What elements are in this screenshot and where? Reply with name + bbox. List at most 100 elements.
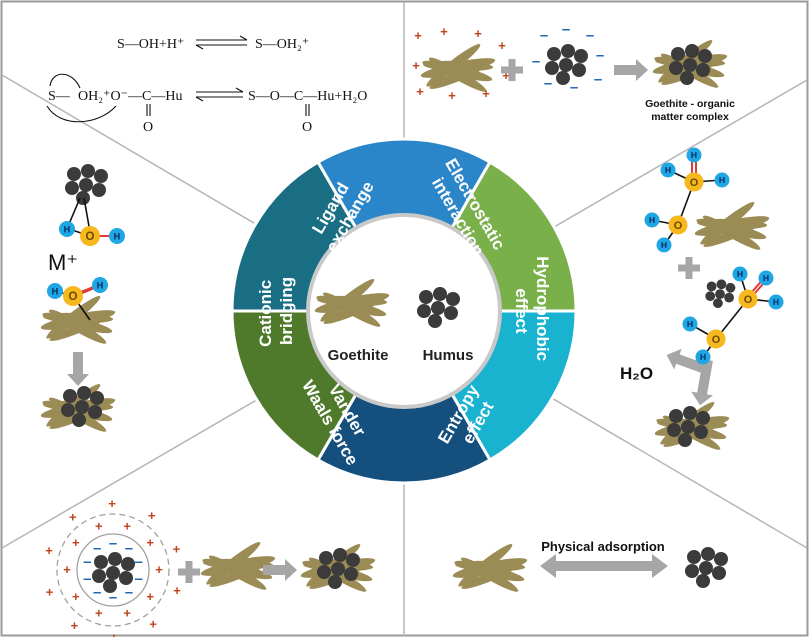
hydrogen-symbol: H (700, 352, 706, 362)
equilibrium-arrow-2 (46, 73, 310, 123)
cationic-bridging-panel: M⁺ (39, 164, 117, 436)
cationic-arrow-shape (67, 352, 89, 386)
negative-charge: – (596, 47, 604, 64)
hydrogen-atom (758, 270, 774, 286)
hydrogen-symbol: H (661, 240, 667, 250)
water-label: H₂O (620, 364, 653, 383)
oxygen-atom (80, 226, 100, 246)
oxygen-symbol: O (690, 177, 699, 189)
positive-charge: + (502, 68, 510, 83)
hydrogen-symbol: H (64, 224, 71, 234)
electrostatic-arrow (614, 59, 648, 81)
cationic-bridging-label: Cationic bridging (256, 275, 296, 347)
negative-charge: – (125, 540, 133, 557)
positive-charge: + (474, 26, 482, 41)
humus-label: Humus (423, 347, 474, 364)
oxygen-atom (684, 172, 704, 192)
positive-charge: + (482, 86, 490, 101)
equation-2-left: OH₂⁺O⁻—C—Hu (78, 89, 182, 104)
hydrogen-atom (47, 283, 63, 299)
hydrogen-atom (682, 316, 698, 332)
hydrogen-atom (656, 237, 672, 253)
bond (68, 197, 81, 225)
hydrogen-atom (109, 228, 125, 244)
negative-charge: – (594, 71, 602, 88)
oxygen-atom (738, 289, 758, 309)
negative-charge: – (83, 570, 91, 587)
hydrogen-symbol: H (52, 286, 59, 296)
positive-charge: + (63, 562, 71, 577)
equilibrium-arrow-1 (195, 35, 248, 50)
positive-charge: + (146, 589, 154, 604)
hydrogen-atom (732, 266, 748, 282)
oxygen-atom (63, 286, 83, 306)
hydrogen-atom (695, 349, 711, 365)
positive-charge: + (123, 518, 131, 533)
equation-2-s: S— (48, 89, 71, 104)
electrostatic-arrow-shape (614, 59, 648, 81)
hydrogen-atom (768, 294, 784, 310)
oxygen-symbol: O (712, 334, 721, 346)
hydrogen-atom (714, 172, 730, 188)
equation-1-right: S—OH₂⁺ (255, 37, 309, 52)
electrostatic-plus-v (508, 59, 516, 81)
negative-charge: – (93, 540, 101, 557)
negative-charge: – (135, 554, 143, 571)
hydrogen-symbol: H (773, 297, 779, 307)
hydrogen-symbol: H (737, 269, 743, 279)
hydrogen-symbol: H (719, 175, 725, 185)
equation-2-right: S—O—C—Hu+H₂O (248, 89, 367, 104)
positive-charge: + (173, 541, 181, 556)
negative-charge: – (540, 27, 548, 44)
hydrophobic-plus-v (685, 257, 693, 279)
positive-charge: + (414, 28, 422, 43)
physical-adsorption-label: Physical adsorption (541, 539, 665, 554)
outer-shell (56, 513, 170, 627)
entropy-panel: Physical adsorption (451, 539, 728, 596)
positive-charge: + (95, 606, 103, 621)
positive-charge: + (146, 535, 154, 550)
negative-charge: – (93, 584, 101, 601)
hydrophobic-humus (705, 279, 736, 309)
physical-adsorption-arrow (540, 554, 668, 578)
positive-charge: + (173, 583, 181, 598)
hydrogen-symbol: H (97, 280, 104, 290)
positive-charge: + (110, 630, 118, 637)
complex-label-line1: Goethite - organic (645, 98, 735, 110)
positive-charge: + (149, 617, 157, 632)
negative-charges: –––––––– (532, 21, 604, 96)
oxygen-atom (668, 215, 688, 235)
goethite-label: Goethite (328, 347, 389, 364)
negative-charge: – (570, 79, 578, 96)
negative-charge: – (125, 584, 133, 601)
negative-charge: – (109, 589, 117, 606)
hydrogen-symbol: H (649, 215, 655, 225)
positive-charge: + (498, 38, 506, 53)
positive-charge: + (72, 535, 80, 550)
inner-shell (76, 533, 150, 607)
ligand-exchange-equations: S—OH+H⁺ S—OH₂⁺ S— OH₂⁺O⁻—C—Hu S—O—C—Hu+H… (46, 35, 367, 135)
positive-charge: + (448, 88, 456, 103)
hydrogen-atom (644, 212, 660, 228)
positive-charge: + (45, 543, 53, 558)
vdw-plus-v (185, 561, 193, 583)
vdw-arrow (263, 559, 297, 581)
process-arrows (67, 59, 713, 581)
electrostatic-panel: +++++++++ –––––––– Goethite - organic ma… (412, 21, 735, 123)
negative-charge: – (135, 570, 143, 587)
vdw-arrow-shape (263, 559, 297, 581)
complex-label-line2: matter complex (651, 111, 729, 123)
negative-charge: – (544, 75, 552, 92)
center-disc (306, 213, 502, 409)
positive-charge: + (69, 509, 77, 524)
hydrogen-symbol: H (763, 273, 769, 283)
positive-charge: + (412, 58, 420, 73)
oxygen-symbol: O (86, 231, 95, 243)
hydrogen-atom (59, 221, 75, 237)
double-arrow-shape (540, 554, 668, 578)
hydrophobic-panel: H₂O (620, 198, 771, 454)
equation-1-left: S—OH+H⁺ (117, 37, 184, 52)
hydrogen-symbol: H (114, 231, 121, 241)
